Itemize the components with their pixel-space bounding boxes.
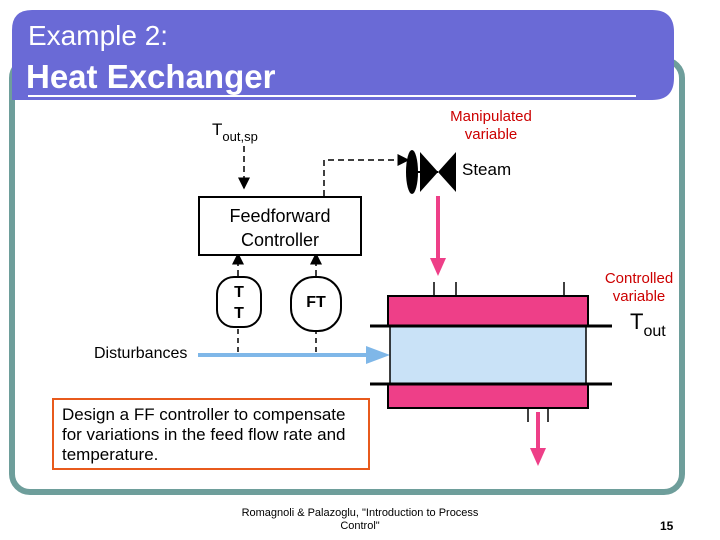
controller-label-line2: Controller: [240, 230, 320, 250]
steam-label: Steam: [462, 160, 512, 179]
controller-output-signal: [323, 154, 410, 196]
setpoint-symbol: T: [212, 120, 223, 139]
design-note-text: Design a FF controller to compensate for…: [62, 405, 346, 464]
setpoint-subscript: out,sp: [222, 129, 258, 144]
tt-label-line2: T: [234, 305, 244, 322]
steam-arrowhead: [430, 258, 446, 276]
source-credit: Romagnoli & Palazoglu, "Introduction to …: [241, 507, 479, 532]
tt-label-line1: T: [234, 284, 244, 301]
page-number: 15: [660, 519, 674, 533]
slide-title-line2: Heat Exchanger: [26, 58, 276, 95]
steam-valve: [420, 152, 456, 192]
controlled-variable-label: Controlled variable: [604, 270, 674, 305]
manipulated-variable-label: Manipulated variable: [450, 108, 532, 143]
exchanger-top-channel: [387, 295, 589, 327]
slide-title-line1: Example 2:: [28, 20, 169, 51]
ft-label: FT: [306, 294, 326, 311]
setpoint-label: Tout,sp: [212, 120, 258, 144]
exchanger-bottom-channel: [387, 383, 589, 409]
feedforward-controller-block: Feedforward Controller: [198, 196, 362, 256]
feed-arrowhead: [366, 346, 390, 364]
disturbances-label: Disturbances: [94, 345, 188, 362]
outlet-temperature-label: Tout: [630, 309, 666, 341]
condensate-arrowhead: [530, 448, 546, 466]
controller-label-line1: Feedforward: [229, 206, 331, 226]
tout-symbol: T: [630, 309, 644, 334]
flow-transmitter: FT: [290, 276, 342, 332]
exchanger-tube-section: [389, 325, 587, 385]
tout-subscript: out: [643, 323, 666, 340]
temperature-transmitter: T T: [216, 276, 262, 328]
header-bar: [12, 10, 674, 100]
design-note-box: Design a FF controller to compensate for…: [52, 398, 370, 470]
